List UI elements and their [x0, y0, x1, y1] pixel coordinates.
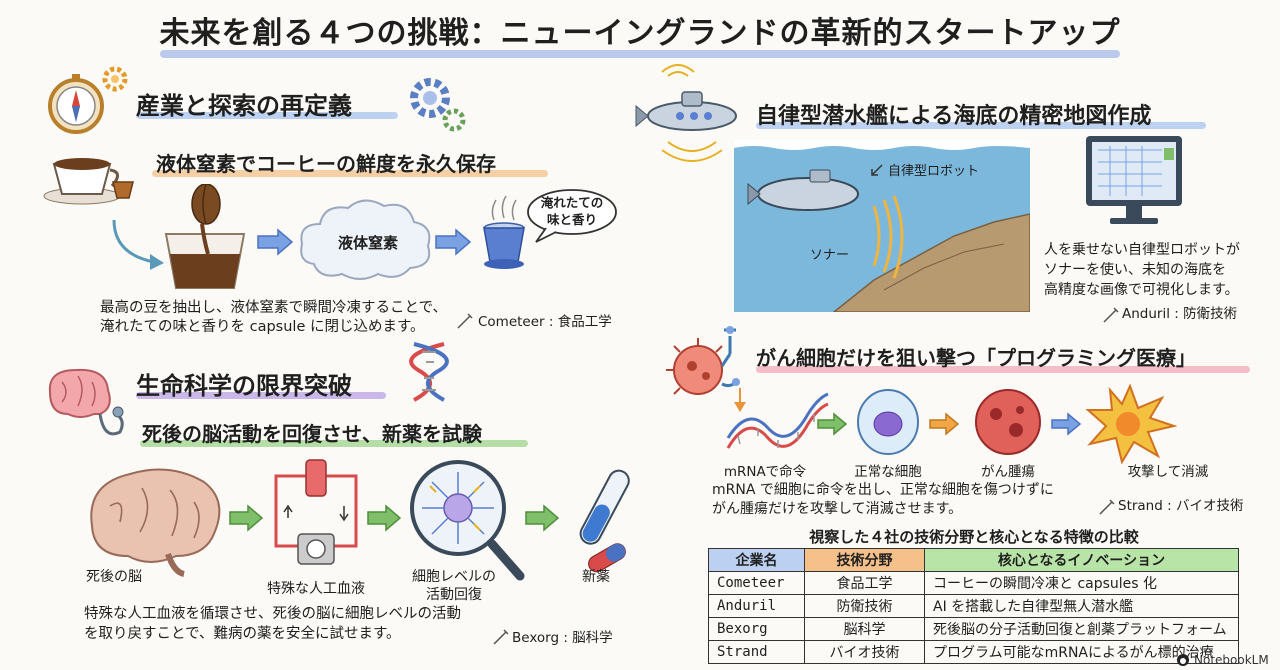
brain-underline: [140, 440, 528, 447]
table-caption: 視察した４社の技術分野と核心となる特徴の比較: [809, 528, 1139, 546]
section-heading-industry: 産業と探索の再定義: [136, 86, 398, 121]
dna-icon: [404, 340, 454, 404]
cell-innovation: コーヒーの瞬間冷凍と capsules 化: [924, 571, 1239, 595]
brain-subheading: 死後の脳活動を回復させ、新薬を試験: [140, 418, 528, 447]
cloud-label: 液体窒素: [337, 234, 398, 252]
gears-icon: [404, 72, 470, 134]
cancer-underline: [756, 366, 1250, 373]
sub-underline: [756, 122, 1206, 129]
label-postmortem-brain: 死後の脳: [86, 569, 142, 585]
cell-company: Anduril: [708, 594, 805, 618]
cell-company: Bexorg: [708, 617, 805, 641]
pen-icon: [492, 628, 510, 646]
sonar-label: ソナー: [810, 248, 850, 263]
sub-description-line2: ソナーを使い、未知の海底を: [1044, 262, 1226, 278]
label-artificial-blood: 特殊な人工血液: [267, 581, 365, 597]
table-row: Bexorg 脳科学 死後脳の分子活動回復と創薬プラットフォーム: [708, 617, 1239, 641]
pen-icon: [1102, 306, 1120, 324]
label-normal-cell: 正常な細胞: [854, 464, 922, 480]
label-new-drug: 新薬: [582, 569, 610, 585]
speech-bubble: 淹れたての 味と香り: [526, 188, 618, 243]
section-heading-life-science: 生命科学の限界突破: [136, 366, 386, 401]
coffee-credit: Cometeer : 食品工学: [478, 314, 612, 330]
label-attack: 攻撃して消滅: [1127, 464, 1209, 480]
cell-field: バイオ技術: [804, 640, 925, 664]
sub-credit: Anduril : 防衛技術: [1122, 306, 1238, 322]
ocean-illustration: [734, 140, 1031, 313]
cancer-cell-icon: [660, 326, 756, 412]
header-field: 技術分野: [804, 548, 925, 572]
watermark-text: NotebookLM: [1194, 653, 1269, 667]
pen-icon: [1098, 498, 1116, 516]
cell-field: 脳科学: [804, 617, 925, 641]
watermark-logo: NotebookLM: [1176, 652, 1269, 668]
sub-description-line1: 人を乗せない自律型ロボットが: [1044, 242, 1240, 258]
cancer-credit: Strand : バイオ技術: [1118, 498, 1244, 514]
submarine-icon: [632, 64, 738, 168]
cell-company: Cometeer: [708, 571, 805, 595]
label-mrna: mRNAで命令: [723, 464, 807, 480]
monitor-icon: [1082, 132, 1186, 230]
header-company: 企業名: [708, 548, 805, 572]
coffee-underline: [152, 170, 548, 177]
heading-underline: [136, 112, 398, 119]
label-cell-recovery-line2: 活動回復: [426, 587, 482, 603]
bubble-label: 淹れたての 味と香り: [540, 195, 604, 227]
brain-description-line1: 特殊な人工血液を循環させ、死後の脳に細胞レベルの活動: [84, 606, 461, 622]
gear-icon: [100, 64, 130, 94]
table-row: Cometeer 食品工学 コーヒーの瞬間冷凍と capsules 化: [708, 571, 1239, 595]
brain-credit: Bexorg : 脳科学: [512, 630, 613, 646]
coffee-flow-diagram: [84, 183, 624, 296]
cell-innovation: 死後脳の分子活動回復と創薬プラットフォーム: [924, 617, 1239, 641]
page-title: 未来を創る４つの挑戦：ニューイングランドの革新的スタートアップ: [159, 16, 1121, 51]
robot-arrow-icon: [870, 162, 884, 176]
coffee-capsule-icon: [108, 176, 138, 202]
cell-field: 食品工学: [804, 571, 925, 595]
cancer-flow-diagram: [718, 383, 1218, 465]
brain-description-line2: を取り戻すことで、難病の薬を安全に試せます。: [84, 626, 401, 642]
table-row: Strand バイオ技術 プログラム可能なmRNAによるがん標的治療: [708, 640, 1239, 664]
coffee-description-line1: 最高の豆を抽出し、液体窒素で瞬間冷凍することで、: [100, 300, 447, 316]
coffee-description-line2: 淹れたての味と香りを capsule に閉じ込めます。: [100, 319, 425, 335]
cancer-description-line1: mRNA で細胞に命令を出し、正常な細胞を傷つけずに: [712, 482, 1054, 498]
cancer-description-line2: がん腫瘍だけを攻撃して消滅させます。: [712, 501, 963, 517]
notebooklm-icon: [1177, 654, 1189, 666]
brain-stethoscope-icon: [40, 362, 130, 448]
sub-description-line3: 高精度な画像で可視化します。: [1044, 282, 1239, 298]
robot-label: 自律型ロボット: [888, 164, 980, 179]
cell-field: 防衛技術: [804, 594, 925, 618]
brain-flow-diagram: [80, 456, 640, 586]
title-underline: [160, 50, 1120, 58]
coffee-subheading: 液体窒素でコーヒーの鮮度を永久保存: [152, 148, 548, 177]
comparison-table: 企業名 技術分野 核心となるイノベーション Cometeer 食品工学 コーヒー…: [708, 548, 1239, 664]
section-heading-submarine: 自律型潜水艦による海底の精密地図作成: [756, 98, 1206, 130]
label-tumor: がん腫瘍: [981, 464, 1035, 480]
pen-icon: [456, 312, 474, 330]
bio-underline: [136, 392, 386, 399]
table-header-row: 企業名 技術分野 核心となるイノベーション: [708, 548, 1239, 572]
compass-icon: [44, 68, 114, 138]
cell-company: Strand: [708, 640, 805, 664]
cell-innovation: AI を搭載した自律型無人潜水艦: [924, 594, 1239, 618]
header-innovation: 核心となるイノベーション: [924, 548, 1239, 572]
label-cell-recovery-line1: 細胞レベルの: [412, 569, 496, 585]
table-row: Anduril 防衛技術 AI を搭載した自律型無人潜水艦: [708, 594, 1239, 618]
section-heading-cancer: がん細胞だけを狙い撃つ「プログラミング医療」: [756, 342, 1250, 373]
